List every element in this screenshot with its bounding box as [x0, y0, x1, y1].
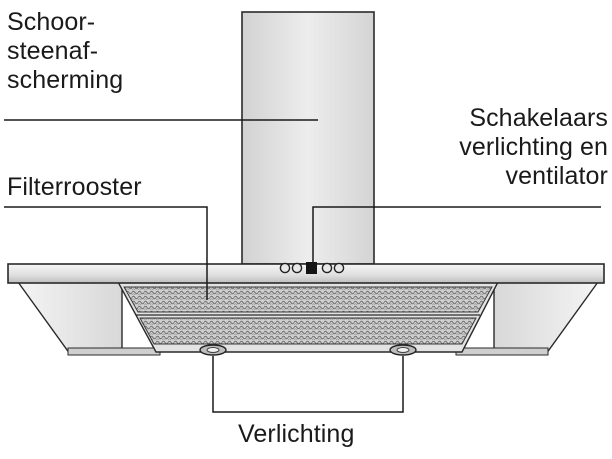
control-button — [321, 262, 333, 274]
filter-grid-lower — [139, 317, 477, 345]
filter-label: Filterrooster — [7, 173, 142, 202]
chimney-cover-label: Schoor- steenaf- scherming — [7, 8, 123, 95]
leader-line-lighting — [212, 356, 404, 413]
lighting-label: Verlichting — [238, 420, 354, 449]
switches-label: Schakelaars verlichting en ventilator — [459, 104, 608, 191]
leader-line-filter — [4, 206, 208, 300]
filter-label-text: Filterrooster — [7, 173, 142, 201]
lighting-label-text: Verlichting — [238, 420, 355, 448]
control-panel — [279, 262, 345, 274]
filter-grid-upper — [123, 286, 493, 313]
hood-body-right — [493, 281, 600, 355]
light-left — [199, 344, 227, 356]
control-display — [306, 262, 317, 274]
control-button — [291, 262, 303, 274]
light-right — [389, 344, 417, 356]
chimney-label-line-1: Schoor- — [7, 8, 96, 36]
hood-bottom-edge-right — [455, 347, 549, 356]
control-button — [279, 262, 291, 274]
chimney-label-line-3: scherming — [7, 66, 124, 94]
control-button — [333, 262, 345, 274]
switches-label-line-2: verlichting en — [459, 133, 608, 161]
switches-label-line-3: ventilator — [505, 162, 608, 190]
chimney-cover — [241, 11, 375, 265]
hood-bottom-edge-left — [67, 347, 161, 356]
leader-line-switches — [312, 206, 601, 262]
hood-body-left — [16, 281, 123, 355]
switches-label-line-1: Schakelaars — [469, 104, 608, 132]
chimney-label-line-2: steenaf- — [7, 37, 99, 65]
